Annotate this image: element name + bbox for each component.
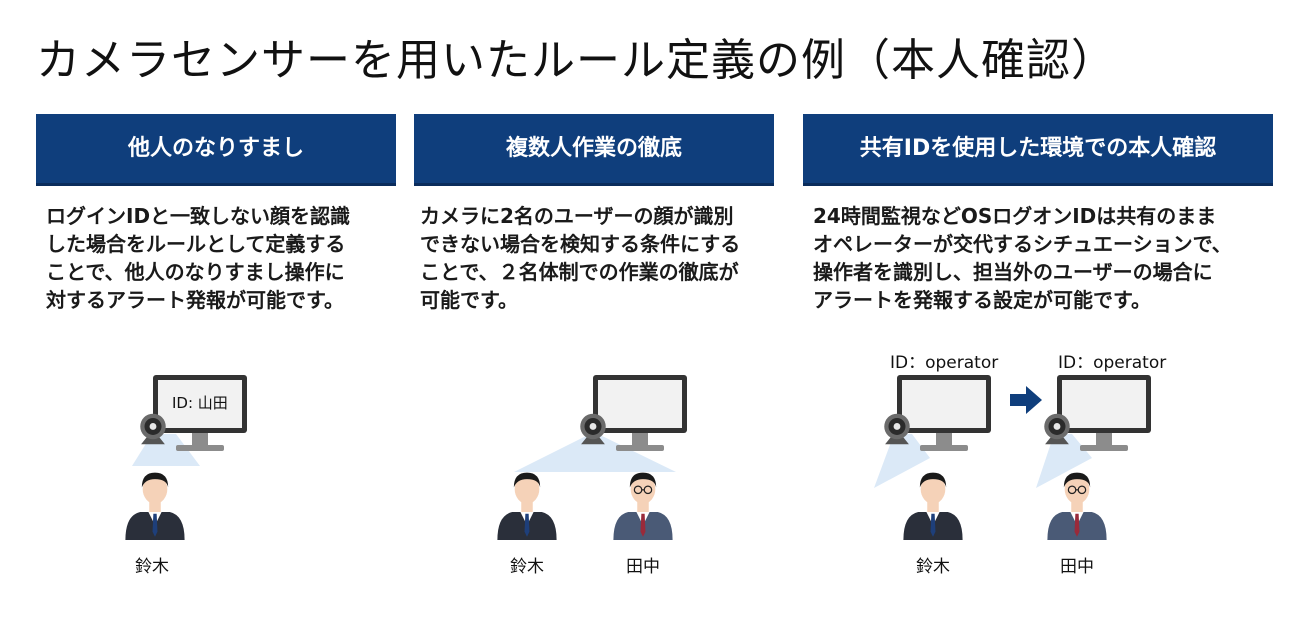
column-header-impersonation: 他人のなりすまし [36,114,396,186]
person-name-label: 鈴木 [916,557,950,577]
person-name-label: 鈴木 [135,557,169,577]
person-name-label: 田中 [626,557,660,577]
description-line: アラートを発報する設定が可能です。 [813,288,1151,312]
description-line: ことで、２名体制での作業の徹底が [420,260,739,284]
id-label: ID：operator [890,353,999,373]
description-line: オペレーターが交代するシチュエーションで、 [813,232,1232,256]
description-line: ログインIDと一致しない顔を認識 [46,204,351,228]
person-name-label: 田中 [1060,557,1094,577]
description-line: できない場合を検知する条件にする [420,232,741,256]
page-title: カメラセンサーを用いたルール定義の例（本人確認） [36,35,1116,86]
column-description-shared-id: 24時間監視などOSログオンIDは共有のまま オペレーターが交代するシチュエーシ… [813,202,1283,314]
screen-id-label: ID: 山田 [172,394,228,412]
scene-impersonation: ID: 山田 [125,375,247,540]
column-header-line: 他人のなりすまし [127,135,304,161]
column-header-two-person: 複数人作業の徹底 [414,114,774,186]
person-name-label: 鈴木 [510,557,544,577]
right-arrow-icon [1010,386,1042,414]
column-header-line: 複数人作業の徹底 [505,135,682,161]
camera-beam [514,434,676,472]
person-icon [612,471,674,540]
description-line: 操作者を識別し、担当外のユーザーの場合に [813,260,1213,284]
description-line: ことで、他人のなりすまし操作に [46,260,345,284]
id-label: ID：operator [1058,353,1167,373]
column-description-impersonation: ログインIDと一致しない顔を認識 した場合をルールとして定義する ことで、他人の… [46,202,396,314]
person-icon [1046,471,1108,540]
scene-shared-id [874,375,1151,540]
column-description-two-person: カメラに2名のユーザーの顔が識別 できない場合を検知する条件にする ことで、２名… [420,202,780,314]
description-line: 24時間監視などOSログオンIDは共有のまま [813,204,1217,228]
description-line: 対するアラート発報が可能です。 [46,288,344,312]
column-header-line: 共有IDを使用した環境での [859,135,1129,161]
camera-beam [874,434,930,488]
scene-two-person [497,375,687,540]
person-icon [497,472,557,540]
description-line: 可能です。 [420,288,518,312]
column-header-line: 本人確認 [1128,135,1217,161]
camera-beam [1036,434,1092,488]
description-line: カメラに2名のユーザーの顔が識別 [420,204,734,228]
column-header-shared-id: 共有IDを使用した環境での 本人確認 [803,114,1273,186]
person-icon [903,472,963,540]
person-icon [125,472,185,540]
description-line: した場合をルールとして定義する [46,232,346,256]
